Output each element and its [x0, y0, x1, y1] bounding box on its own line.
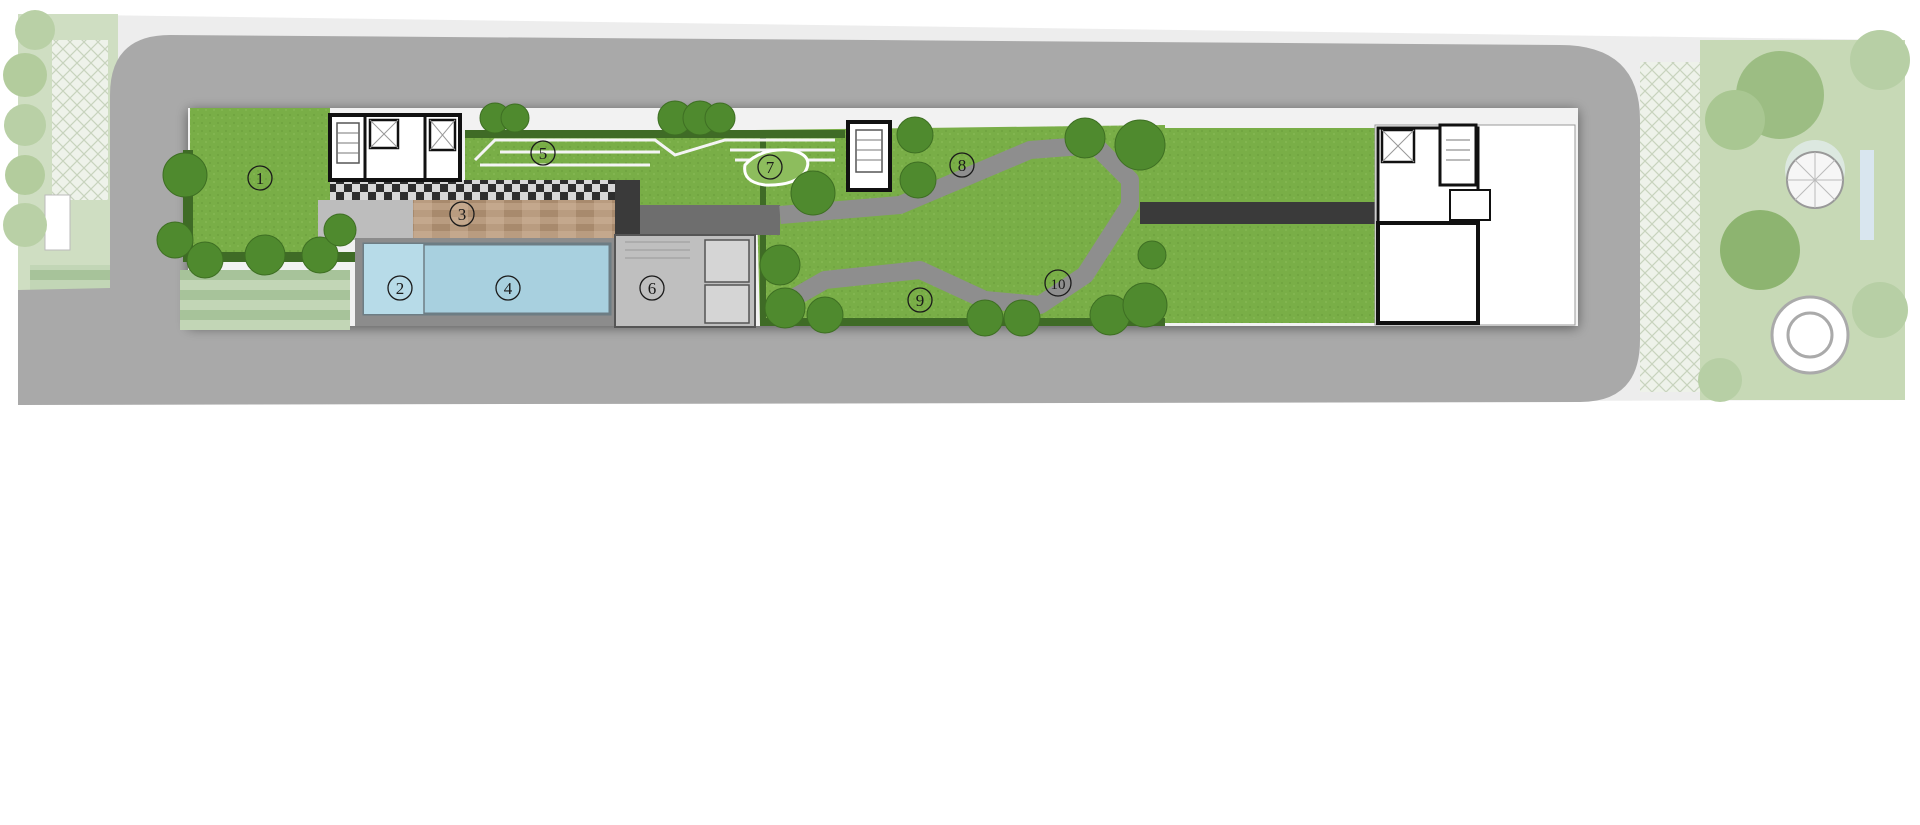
tree-canopy-icon	[323, 213, 357, 247]
tree-canopy-icon	[759, 244, 801, 286]
building-core-middle	[846, 120, 892, 192]
building-core-west	[328, 113, 462, 182]
clubhouse-zone-6	[614, 234, 756, 328]
zone-label-4: 4	[504, 279, 513, 298]
tree-canopies	[156, 100, 1168, 337]
zone-marker-3: 3	[449, 201, 475, 227]
checker-terrace	[330, 180, 615, 202]
tree-canopy-icon	[1137, 240, 1167, 270]
timber-deck-zone-3	[410, 200, 615, 238]
tree-canopy-icon	[301, 236, 339, 274]
tree-canopy-icon	[704, 102, 736, 134]
tree-canopy-icon	[966, 299, 1004, 337]
zone-marker-8: 8	[949, 152, 975, 178]
stair-core-icon	[1438, 123, 1478, 187]
zone-label-6: 6	[648, 279, 657, 298]
zone-label-5: 5	[539, 144, 548, 163]
zone-labels: 1 2 3 4 5 6 7	[247, 140, 1072, 313]
tree-canopy-icon	[1064, 117, 1106, 159]
swimming-pool	[355, 238, 615, 326]
zone-label-3: 3	[458, 205, 467, 224]
walkway-east	[1140, 202, 1375, 224]
zone-marker-9: 9	[907, 287, 933, 313]
tree-canopy-icon	[764, 287, 806, 329]
lawn-east	[1165, 128, 1375, 323]
zone-marker-5: 5	[530, 140, 556, 166]
tree-canopy-icon	[896, 116, 934, 154]
tree-canopy-icon	[162, 152, 208, 198]
zone-marker-7: 7	[757, 154, 783, 180]
stair-core-icon	[855, 129, 883, 173]
zone-marker-6: 6	[639, 275, 665, 301]
zone-label-8: 8	[958, 156, 967, 175]
right-garden-courtyard	[1698, 30, 1910, 402]
tree-canopy-icon	[500, 103, 530, 133]
tree-canopy-icon	[790, 170, 836, 216]
zone-label-10: 10	[1051, 277, 1066, 293]
zone-marker-4: 4	[495, 275, 521, 301]
building-east	[1374, 123, 1576, 326]
tree-canopy-icon	[1003, 299, 1041, 337]
right-paver-strip	[1640, 62, 1710, 392]
tree-canopy-icon	[1114, 119, 1166, 171]
tree-canopy-icon	[899, 161, 937, 199]
tree-canopy-icon	[1122, 282, 1168, 328]
tree-canopy-icon	[244, 234, 286, 276]
zone-marker-2: 2	[387, 275, 413, 301]
lawn-zone-1	[190, 108, 330, 258]
tree-canopy-icon	[806, 296, 844, 334]
tree-canopy-icon	[186, 241, 224, 279]
zone-label-2: 2	[396, 279, 405, 298]
zone-marker-10: 10	[1044, 269, 1072, 297]
zone-label-7: 7	[766, 158, 775, 177]
stepped-seating	[473, 138, 835, 167]
zone-label-9: 9	[916, 291, 925, 310]
garden-path	[779, 136, 1139, 314]
zone-label-1: 1	[256, 169, 265, 188]
paving	[318, 180, 1375, 240]
zone-marker-1: 1	[247, 165, 273, 191]
tree-canopy-icon	[156, 221, 194, 259]
